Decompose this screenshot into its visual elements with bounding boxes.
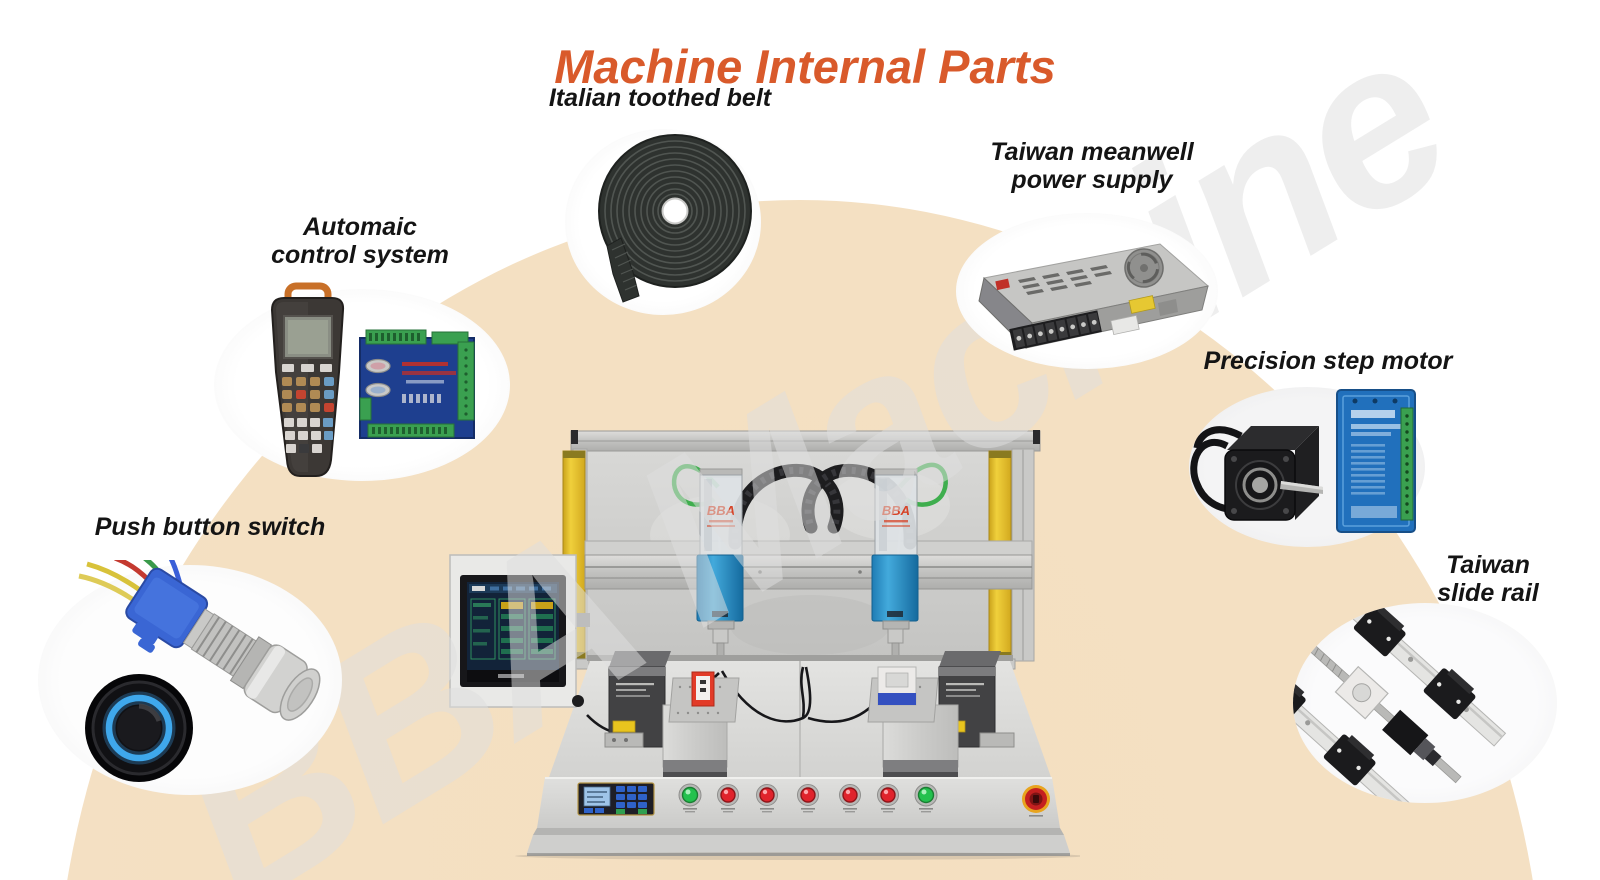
toothed-belt-image: [598, 134, 752, 303]
motor-driver: [1336, 389, 1416, 533]
power-supply-image: [978, 243, 1210, 351]
psu-body: [978, 243, 1210, 351]
belt-coil: [598, 134, 752, 303]
label-toothed-belt: Italian toothed belt: [548, 84, 772, 112]
slide-rail-image: [1293, 603, 1557, 803]
solder-feeder-left: [604, 651, 671, 748]
button-start-left: [678, 783, 702, 813]
y-slide-right: [867, 666, 959, 777]
button-red-1: [717, 784, 739, 813]
push-button-image: [78, 560, 321, 782]
label-slide-rail: Taiwan slide rail: [1437, 551, 1539, 608]
gantry-beam: [584, 554, 1033, 590]
metal-push-button: [125, 567, 321, 721]
control-system-image: [270, 282, 475, 477]
stepper-motor: [1190, 426, 1323, 521]
page-title: Machine Internal Parts: [554, 40, 1056, 94]
hmi-monitor: [449, 554, 590, 708]
button-red-5: [877, 784, 899, 813]
machine-base-skirt: [527, 835, 1070, 853]
button-red-2: [756, 784, 778, 813]
pendant-keys: [282, 364, 334, 453]
db9-connectors: [365, 358, 391, 398]
label-push-button: Push button switch: [94, 513, 326, 541]
dispense-head-right: BBA: [871, 468, 919, 683]
y-slide-left: [662, 671, 740, 777]
motion-controller-board: [359, 329, 475, 439]
indicator-buttons: [678, 783, 938, 813]
green-cable-right: [898, 462, 948, 507]
ball-screw: [1293, 603, 1470, 792]
head-logo-left: BBA: [707, 503, 735, 518]
machine-photo: BBA BBA: [420, 415, 1085, 860]
illuminated-button: [85, 674, 193, 782]
button-start-right: [914, 783, 938, 813]
emergency-stop-button: [1022, 785, 1050, 817]
teach-pad: [577, 782, 655, 816]
head-logo-right: BBA: [882, 503, 910, 518]
step-motor-image: [1190, 389, 1416, 533]
label-step-motor: Precision step motor: [1203, 347, 1453, 375]
button-red-4: [839, 784, 861, 813]
carriage: [1353, 603, 1410, 657]
button-red-3: [797, 784, 819, 813]
rail-2: [1293, 643, 1428, 803]
carriage: [1323, 730, 1380, 786]
psu-terminals: [1009, 310, 1102, 351]
label-control-system: Automaic control system: [271, 213, 449, 270]
teach-pendant: [270, 282, 345, 477]
machine-art: BBA BBA: [449, 430, 1085, 860]
side-knob: [572, 695, 584, 707]
carriage: [1423, 664, 1480, 720]
carriage: [1293, 667, 1310, 723]
label-power-supply: Taiwan meanwell power supply: [990, 138, 1194, 195]
